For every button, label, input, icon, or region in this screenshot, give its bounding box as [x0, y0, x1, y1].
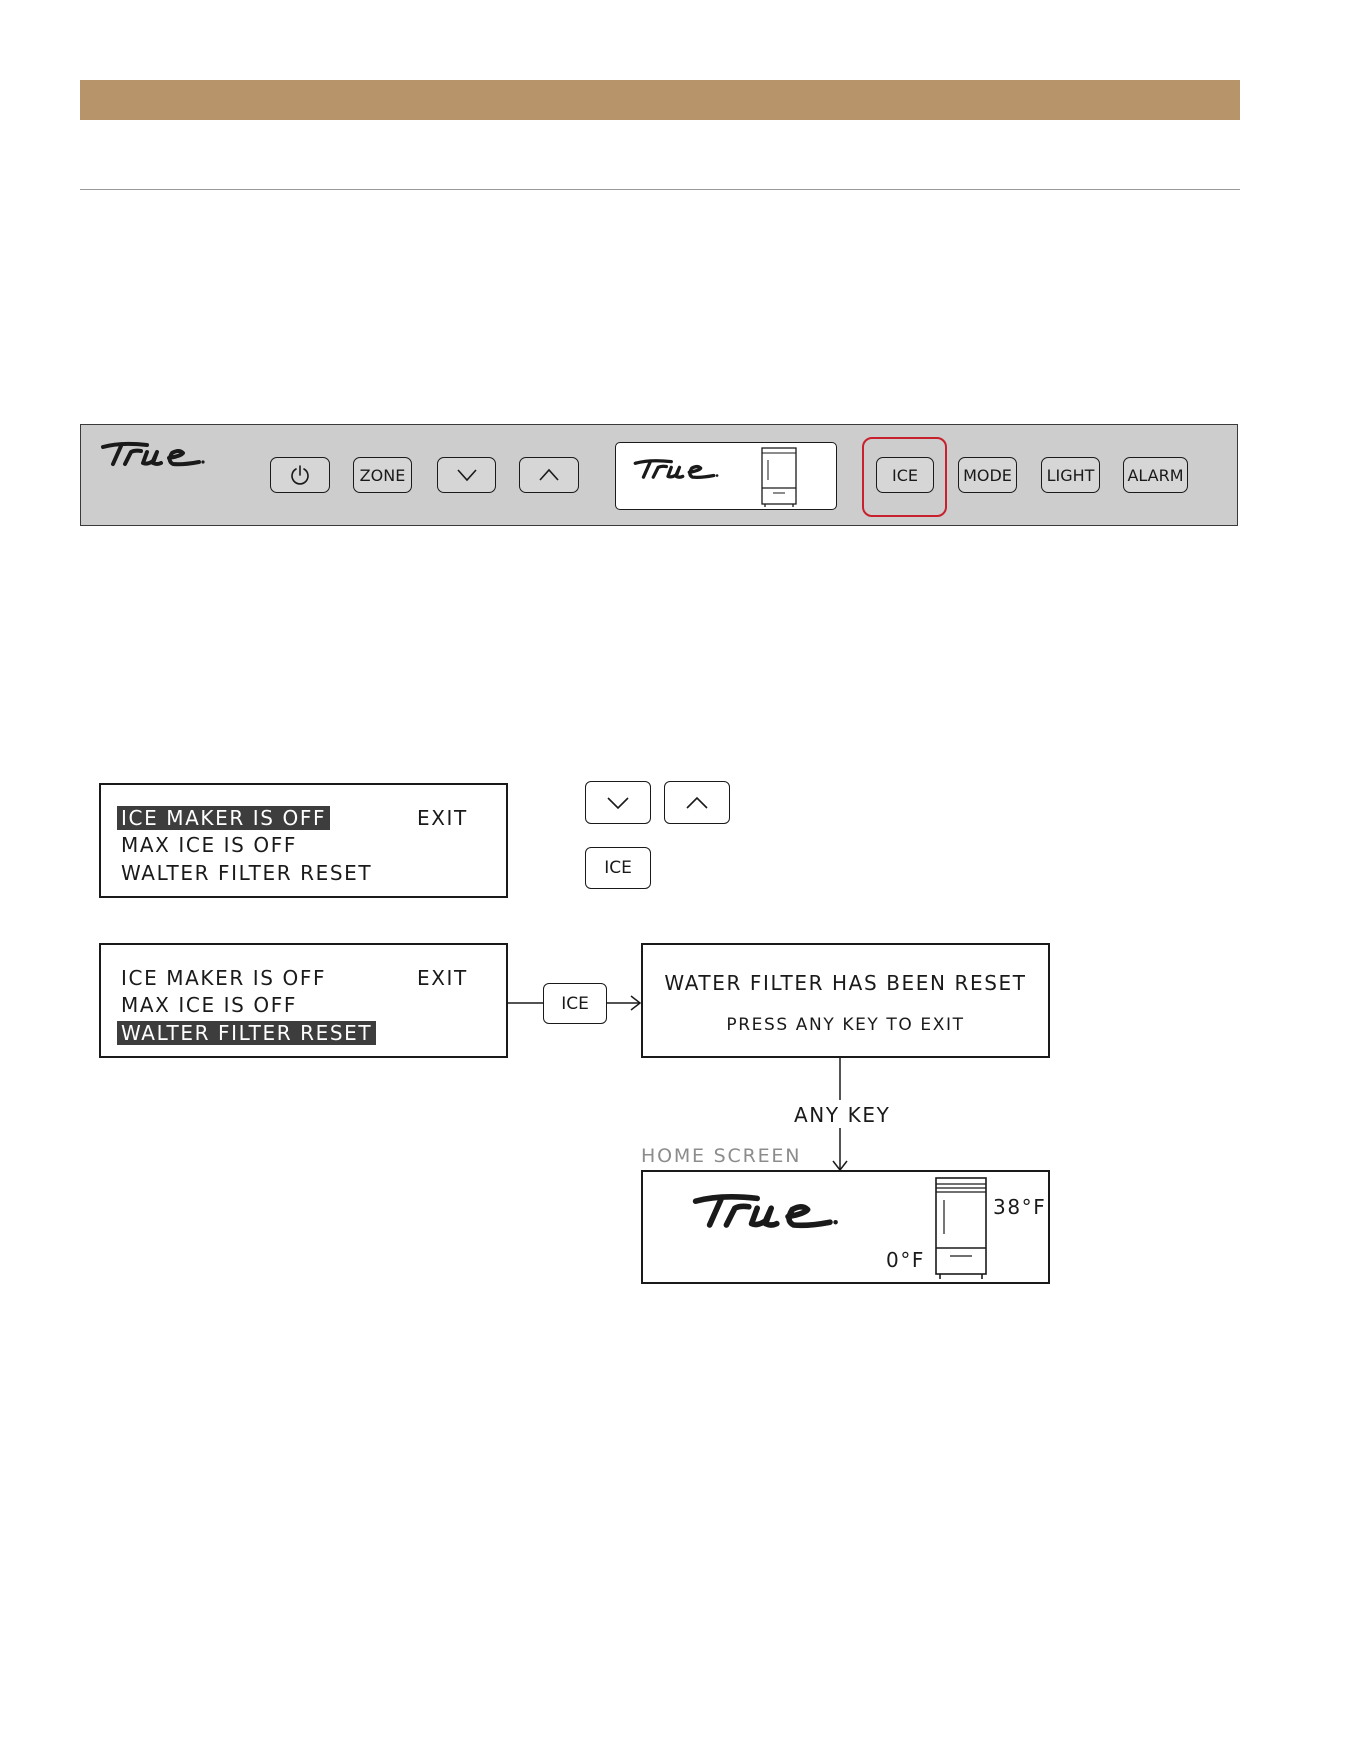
true-logo	[687, 1190, 847, 1232]
refrigerator-icon	[934, 1176, 988, 1280]
menu-line-ice-maker: ICE MAKER IS OFF	[117, 806, 330, 830]
menu-screen-ice-maker-selected: ICE MAKER IS OFF MAX ICE IS OFF WALTER F…	[99, 783, 508, 898]
menu-exit: EXIT	[417, 966, 468, 990]
menu-line-filter-reset: WALTER FILTER RESET	[117, 861, 376, 885]
freezer-temperature: 0°F	[886, 1248, 925, 1272]
confirmation-title: WATER FILTER HAS BEEN RESET	[643, 971, 1048, 995]
any-key-label: ANY KEY	[794, 1103, 890, 1127]
chevron-up-icon	[684, 794, 710, 812]
menu-line-ice-maker: ICE MAKER IS OFF	[117, 966, 330, 990]
ice-key[interactable]: ICE	[585, 847, 651, 889]
menu-exit: EXIT	[417, 806, 468, 830]
ice-key-flow[interactable]: ICE	[543, 983, 607, 1024]
home-screen: 38°F 0°F	[641, 1170, 1050, 1284]
menu-line-max-ice: MAX ICE IS OFF	[117, 833, 301, 857]
menu-line-max-ice: MAX ICE IS OFF	[117, 993, 301, 1017]
fridge-temperature: 38°F	[993, 1195, 1046, 1219]
home-screen-label: HOME SCREEN	[641, 1145, 801, 1167]
confirmation-subtitle: PRESS ANY KEY TO EXIT	[643, 1015, 1048, 1035]
up-arrow-key[interactable]	[664, 781, 730, 824]
menu-line-filter-reset: WALTER FILTER RESET	[117, 1021, 376, 1045]
filter-reset-confirmation-screen: WATER FILTER HAS BEEN RESET PRESS ANY KE…	[641, 943, 1050, 1058]
chevron-down-icon	[605, 794, 631, 812]
down-arrow-key[interactable]	[585, 781, 651, 824]
menu-screen-filter-reset-selected: ICE MAKER IS OFF MAX ICE IS OFF WALTER F…	[99, 943, 508, 1058]
